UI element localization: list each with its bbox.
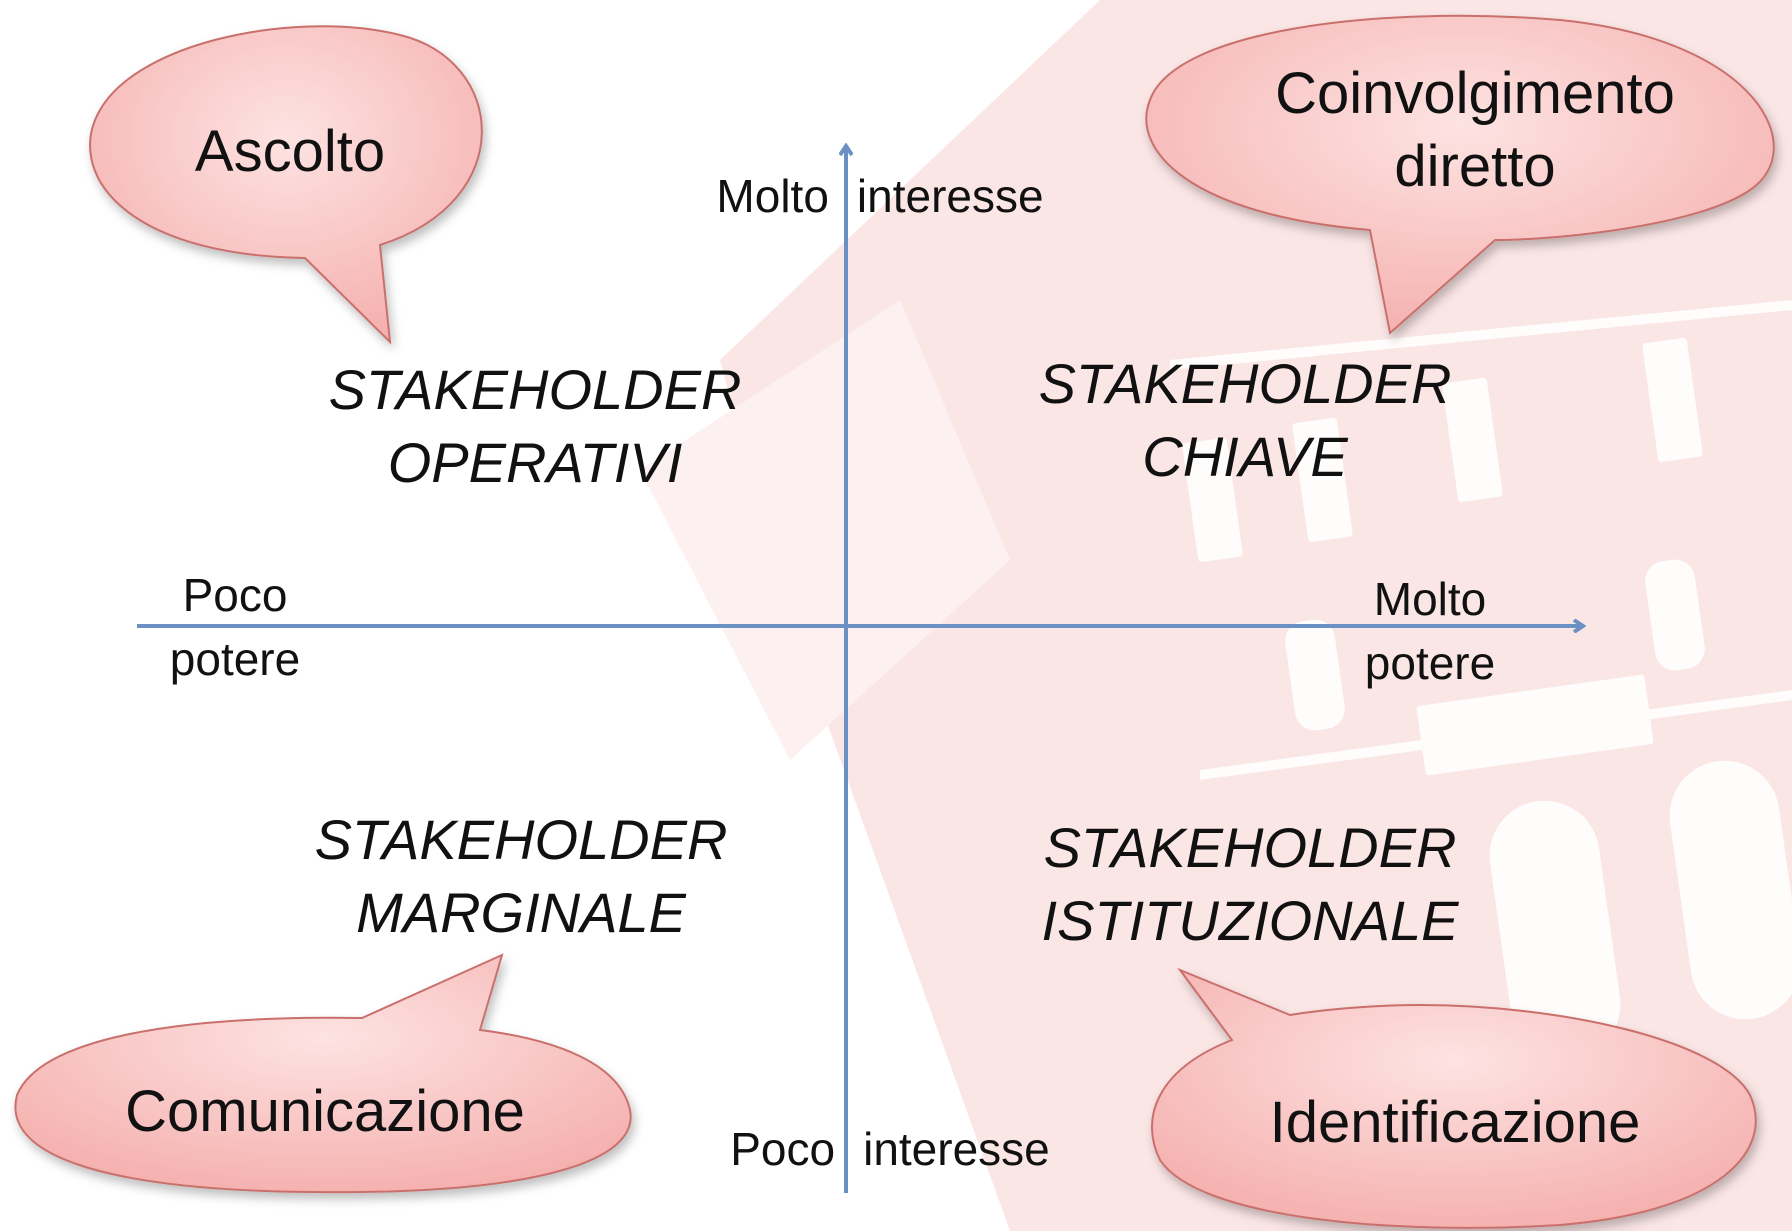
- y-axis-high-label-word2: interesse: [856, 170, 1044, 222]
- y-axis-high-label: Molto interesse: [700, 164, 1060, 228]
- bubble-top-left-text: Ascolto: [150, 115, 430, 188]
- quadrant-bottom-right-label: STAKEHOLDER ISTITUZIONALE: [1010, 811, 1490, 957]
- y-axis-low-label-word2: interesse: [863, 1123, 1050, 1175]
- quadrant-top-left-label: STAKEHOLDER OPERATIVI: [300, 353, 770, 499]
- quadrant-top-left-line1: STAKEHOLDER: [328, 358, 742, 421]
- bubble-top-right-line2: diretto: [1394, 134, 1556, 199]
- quadrant-top-right-label: STAKEHOLDER CHIAVE: [1010, 347, 1480, 493]
- bubble-top-right-line1: Coinvolgimento: [1275, 61, 1675, 126]
- quadrant-top-right-line1: STAKEHOLDER: [1038, 352, 1452, 415]
- bubble-bottom-left-line1: Comunicazione: [125, 1079, 525, 1144]
- bubble-bottom-right-text: Identificazione: [1225, 1086, 1685, 1159]
- quadrant-bottom-left-line2: MARGINALE: [356, 881, 686, 944]
- quadrant-bottom-left-label: STAKEHOLDER MARGINALE: [286, 803, 756, 949]
- x-axis-low-label: Poco potere: [130, 563, 340, 691]
- quadrant-bottom-right-line1: STAKEHOLDER: [1043, 816, 1457, 879]
- quadrant-top-left-line2: OPERATIVI: [387, 431, 683, 494]
- y-axis-high-label-word1: Molto: [716, 170, 829, 222]
- bubble-bottom-left-text: Comunicazione: [100, 1075, 550, 1148]
- quadrant-bottom-left-line1: STAKEHOLDER: [314, 808, 728, 871]
- x-axis-high-label-line1: Molto: [1373, 573, 1487, 625]
- bubble-top-right-text: Coinvolgimento diretto: [1230, 57, 1720, 203]
- bubble-bottom-right-line1: Identificazione: [1269, 1090, 1641, 1155]
- x-axis-high-label: Molto potere: [1330, 567, 1530, 695]
- bubble-top-left-shape: [89, 25, 483, 345]
- x-axis-low-label-line1: Poco: [182, 569, 288, 621]
- x-axis-high-label-line2: potere: [1364, 637, 1496, 689]
- y-axis-low-label-word1: Poco: [730, 1123, 836, 1175]
- bubble-top-right-shape: [1145, 14, 1775, 335]
- building-watermark: [640, 0, 1792, 1231]
- y-axis-low-label: Poco interesse: [710, 1117, 1070, 1181]
- bubble-bottom-left-shape: [14, 953, 632, 1194]
- quadrant-top-right-line2: CHIAVE: [1142, 425, 1348, 488]
- bubble-bottom-right-shape: [1151, 967, 1757, 1229]
- x-axis-low-label-line2: potere: [169, 633, 301, 685]
- bubble-top-left-line1: Ascolto: [194, 119, 386, 184]
- quadrant-bottom-right-line2: ISTITUZIONALE: [1041, 889, 1459, 952]
